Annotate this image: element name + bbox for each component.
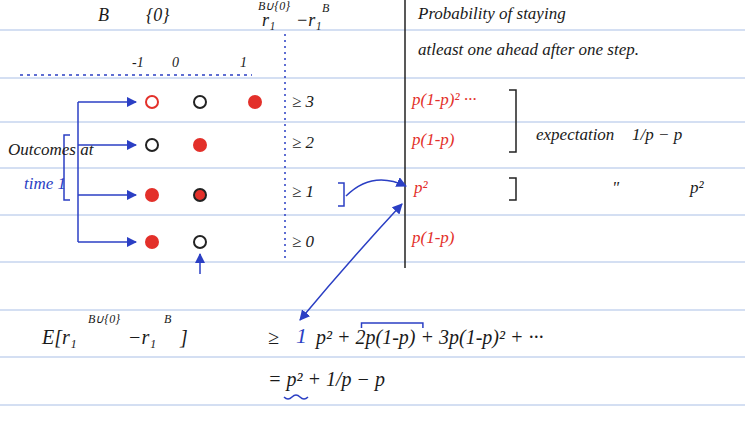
empty-site [146,139,158,151]
ruled-line [0,78,745,79]
equation-part: ≥ [268,326,279,349]
column-heading: atleast one ahead after one step. [418,40,639,60]
probability: p(1-p) [412,228,454,248]
probability: p² [414,178,428,198]
equation-part: = p² + 1/p − p [268,368,385,391]
outcomes-bracket [64,102,344,242]
dotted-divider [284,34,286,258]
probability: p(1-p)² ··· [412,90,477,110]
axis-number: 1 [240,55,247,71]
side-note: time 1 [24,174,66,194]
empty-site [146,96,158,108]
link-arrow [346,180,406,196]
axis-number: -1 [132,55,144,71]
variable: −r₁ [296,10,321,31]
bracket-arrow [78,194,136,196]
right-bracket [338,183,344,206]
ruled-line [0,310,745,311]
number-line [20,74,252,76]
probability: p(1-p) [412,130,454,150]
axis-number: 0 [172,55,179,71]
occupied-site [249,96,261,108]
occupied-site [194,189,206,201]
bracket-arrow [78,101,136,103]
equation-part: −r₁ [128,326,156,349]
ruled-line [0,405,745,406]
expectation-brackets [509,90,516,200]
ruled-line [0,357,745,358]
equation-part: p² + 2p(1-p) + 3p(1-p)² + ··· [316,326,543,349]
superscript: B [164,313,171,327]
ruled-line [0,122,745,123]
superscript: B [322,2,329,16]
formula: p² [690,178,704,198]
occupied-site [194,139,206,151]
ditto-mark: " [612,178,619,198]
ruled-lines [0,30,745,405]
column-heading: Probability of staying [418,4,566,24]
empty-site [194,236,206,248]
underline-squiggle [284,395,308,399]
row-bound: ≥ 3 [292,92,314,112]
row-bound: ≥ 0 [292,232,314,252]
equation-part: ] [180,326,188,349]
ruled-line [0,215,745,216]
empty-site [194,96,206,108]
variable: r₁ [262,10,275,31]
equation-part: E[r₁ [42,326,77,349]
superscript: B∪{0} [88,313,120,327]
right-bracket [509,178,516,200]
set-label: B [98,5,109,26]
ruled-line [0,30,745,31]
occupied-site [146,236,158,248]
row-bound: ≥ 2 [292,133,314,153]
ruled-line [0,168,745,169]
side-note: Outcomes at [8,140,93,160]
right-bracket [509,90,516,152]
bracket-arrow [78,241,136,243]
column-divider [404,0,406,268]
outcome-dots [146,96,261,248]
ruled-line [0,262,745,263]
link-arrow [300,204,402,320]
set-label: {0} [146,5,169,26]
occupied-site [146,189,158,201]
bracket-spine [77,102,79,242]
pointer-arrow [199,254,201,274]
row-bound: ≥ 1 [292,182,314,202]
formula: 1/p − p [632,125,682,145]
equation-part: 1 [296,323,307,348]
note: expectation [536,125,614,145]
